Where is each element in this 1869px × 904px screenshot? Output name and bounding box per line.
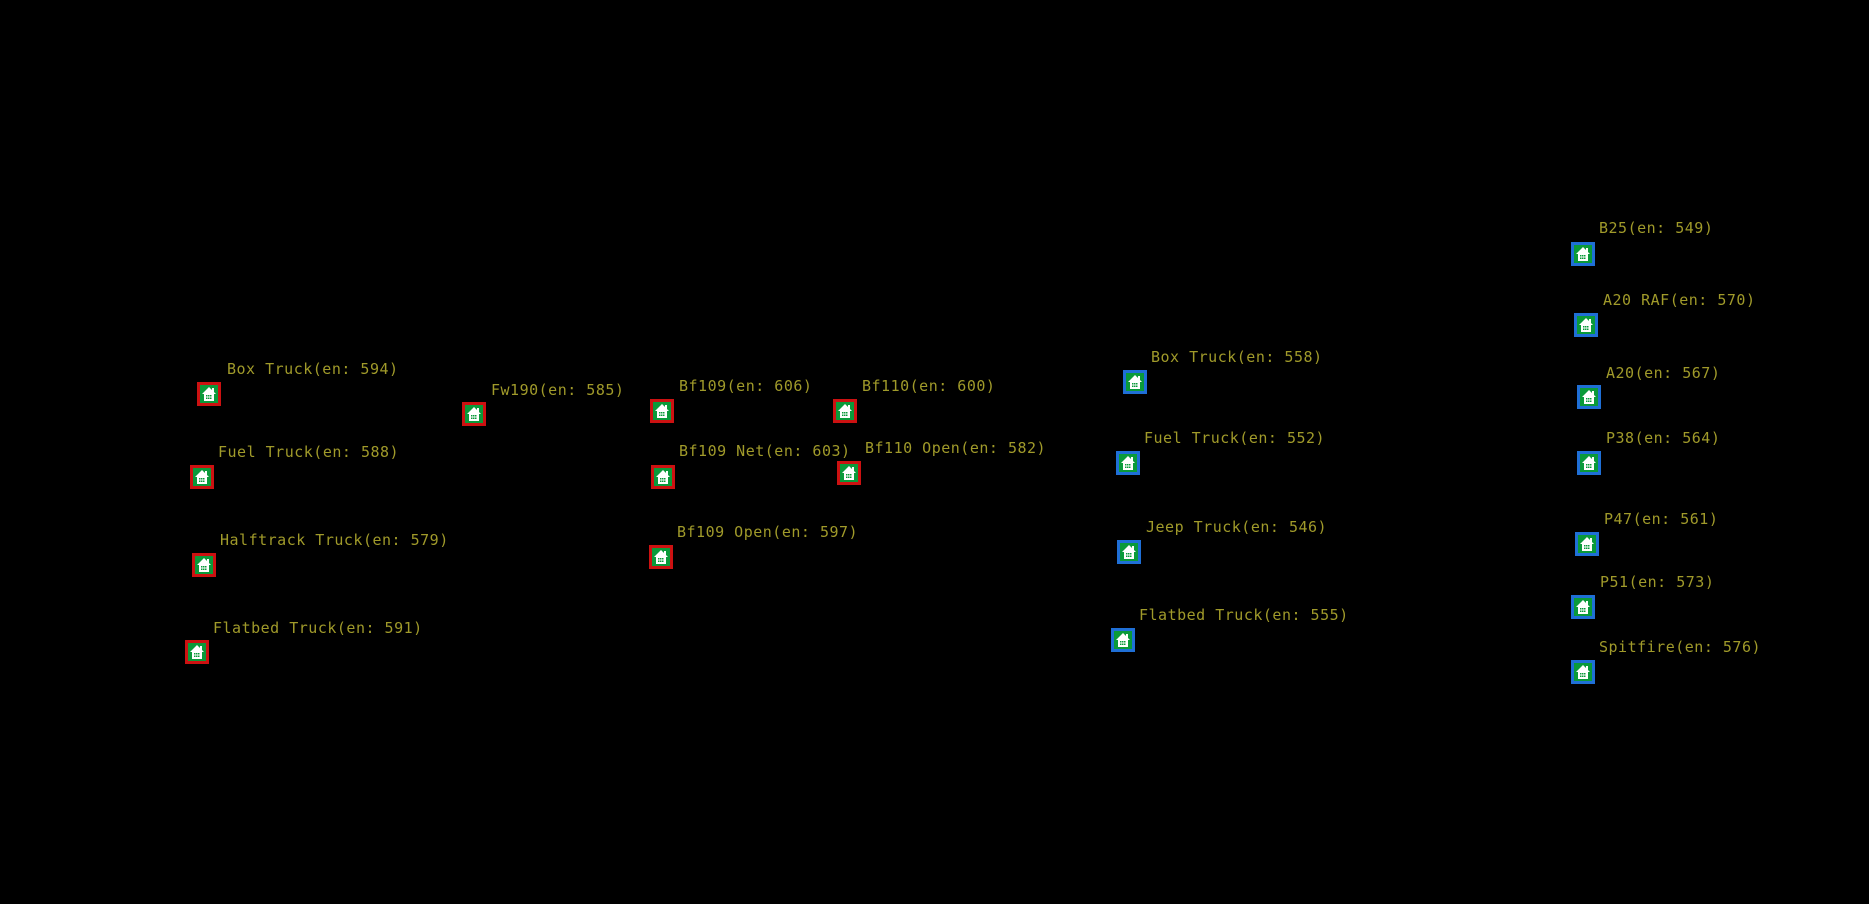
unit-marker-allied-p47[interactable]: [1575, 532, 1599, 556]
house-icon: [1575, 599, 1591, 615]
unit-marker-allied-a20-raf[interactable]: [1574, 313, 1598, 337]
unit-marker-allied-p51[interactable]: [1571, 595, 1595, 619]
house-icon: [1578, 317, 1594, 333]
unit-marker-axis-box-truck[interactable]: [197, 382, 221, 406]
unit-marker-axis-fw190[interactable]: [462, 402, 486, 426]
unit-label-axis-box-truck: Box Truck(en: 594): [227, 360, 399, 378]
house-icon: [196, 557, 212, 573]
house-icon: [655, 469, 671, 485]
unit-marker-axis-fuel-truck[interactable]: [190, 465, 214, 489]
house-icon: [654, 403, 670, 419]
house-icon: [1115, 632, 1131, 648]
house-icon: [189, 644, 205, 660]
unit-marker-axis-flatbed-truck[interactable]: [185, 640, 209, 664]
unit-marker-allied-p38[interactable]: [1577, 451, 1601, 475]
unit-marker-axis-bf109[interactable]: [650, 399, 674, 423]
unit-label-axis-bf110: Bf110(en: 600): [862, 377, 996, 395]
unit-label-axis-fuel-truck: Fuel Truck(en: 588): [218, 443, 400, 461]
unit-marker-allied-b25[interactable]: [1571, 242, 1595, 266]
house-icon: [1581, 389, 1597, 405]
unit-marker-allied-box-truck[interactable]: [1123, 370, 1147, 394]
house-icon: [837, 403, 853, 419]
unit-label-allied-p51: P51(en: 573): [1600, 573, 1715, 591]
unit-label-axis-halftrack-truck: Halftrack Truck(en: 579): [220, 531, 449, 549]
house-icon: [1575, 246, 1591, 262]
unit-label-allied-box-truck: Box Truck(en: 558): [1151, 348, 1323, 366]
unit-marker-axis-bf110[interactable]: [833, 399, 857, 423]
unit-label-allied-flatbed-truck: Flatbed Truck(en: 555): [1139, 606, 1349, 624]
house-icon: [653, 549, 669, 565]
house-icon: [1121, 544, 1137, 560]
unit-label-allied-spitfire: Spitfire(en: 576): [1599, 638, 1762, 656]
unit-label-allied-jeep-truck: Jeep Truck(en: 546): [1146, 518, 1328, 536]
house-icon: [841, 465, 857, 481]
unit-marker-axis-bf109-net[interactable]: [651, 465, 675, 489]
unit-label-allied-p38: P38(en: 564): [1606, 429, 1721, 447]
unit-marker-allied-jeep-truck[interactable]: [1117, 540, 1141, 564]
unit-label-allied-p47: P47(en: 561): [1604, 510, 1719, 528]
house-icon: [1579, 536, 1595, 552]
house-icon: [201, 386, 217, 402]
unit-marker-allied-a20[interactable]: [1577, 385, 1601, 409]
unit-marker-axis-bf109-open[interactable]: [649, 545, 673, 569]
unit-label-allied-a20-raf: A20 RAF(en: 570): [1603, 291, 1756, 309]
unit-label-axis-fw190: Fw190(en: 585): [491, 381, 625, 399]
unit-label-allied-a20: A20(en: 567): [1606, 364, 1721, 382]
unit-marker-allied-fuel-truck[interactable]: [1116, 451, 1140, 475]
unit-label-axis-flatbed-truck: Flatbed Truck(en: 591): [213, 619, 423, 637]
unit-label-axis-bf109-open: Bf109 Open(en: 597): [677, 523, 859, 541]
house-icon: [1127, 374, 1143, 390]
house-icon: [1581, 455, 1597, 471]
unit-marker-axis-halftrack-truck[interactable]: [192, 553, 216, 577]
unit-marker-axis-bf110-open[interactable]: [837, 461, 861, 485]
unit-label-axis-bf110-open: Bf110 Open(en: 582): [865, 439, 1047, 457]
house-icon: [194, 469, 210, 485]
house-icon: [466, 406, 482, 422]
unit-marker-allied-flatbed-truck[interactable]: [1111, 628, 1135, 652]
unit-label-allied-fuel-truck: Fuel Truck(en: 552): [1144, 429, 1326, 447]
house-icon: [1120, 455, 1136, 471]
unit-label-allied-b25: B25(en: 549): [1599, 219, 1714, 237]
unit-label-axis-bf109: Bf109(en: 606): [679, 377, 813, 395]
unit-label-axis-bf109-net: Bf109 Net(en: 603): [679, 442, 851, 460]
unit-marker-allied-spitfire[interactable]: [1571, 660, 1595, 684]
house-icon: [1575, 664, 1591, 680]
